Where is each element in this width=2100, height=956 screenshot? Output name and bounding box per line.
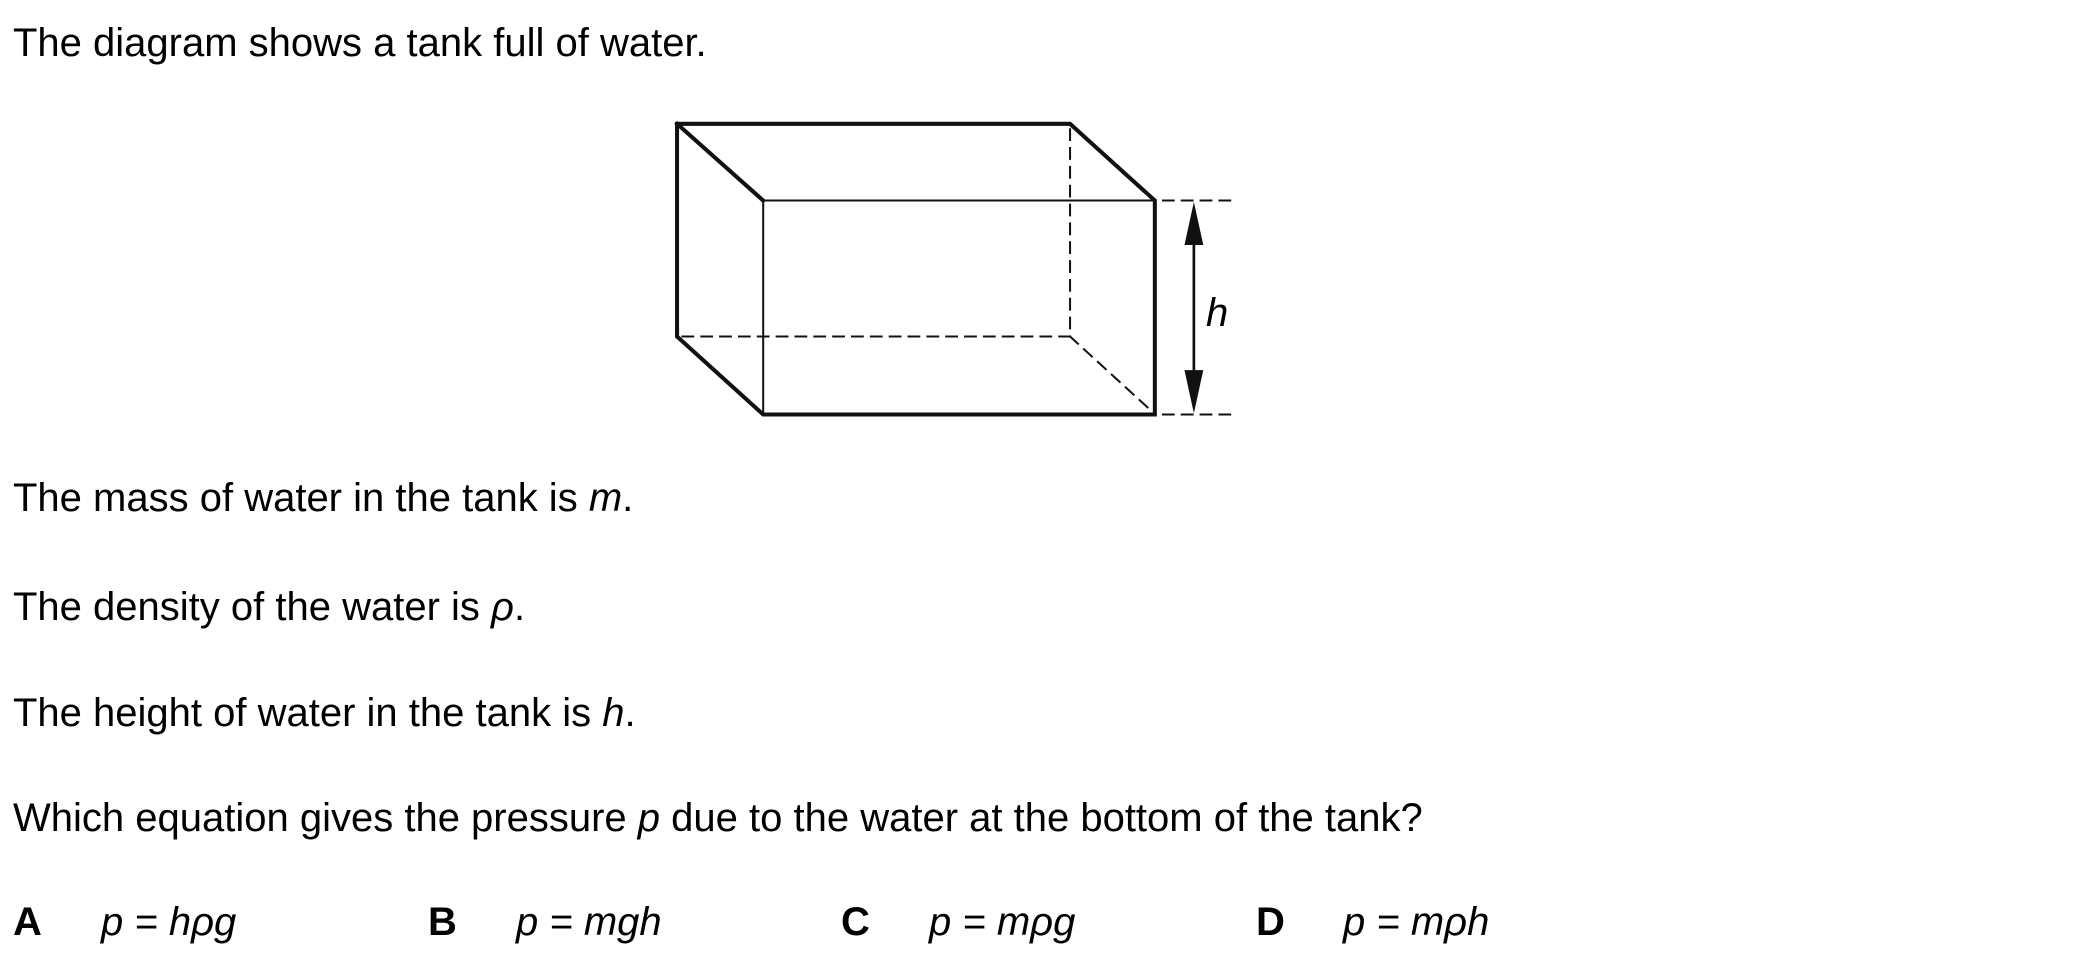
statement-height: The height of water in the tank is h. <box>13 691 636 735</box>
arrow-head-down <box>1184 370 1204 414</box>
option-d-equation: p = mρh <box>1343 900 1490 944</box>
intro-text: The diagram shows a tank full of water. <box>13 21 707 65</box>
tank-front-face <box>762 199 1156 416</box>
option-d[interactable]: D <box>1256 900 1285 944</box>
option-a-equation: p = hρg <box>101 900 237 944</box>
height-label: h <box>1206 291 1229 335</box>
tank-solid-edges <box>674 120 1157 417</box>
tank-hidden-edges <box>681 128 1240 416</box>
option-c[interactable]: C <box>841 900 870 944</box>
question-text: Which equation gives the pressure p due … <box>13 796 1423 840</box>
statement-density: The density of the water is ρ. <box>13 585 526 629</box>
arrow-head-up <box>1184 201 1204 245</box>
option-a[interactable]: A <box>13 900 42 944</box>
option-b-equation: p = mgh <box>516 900 662 944</box>
statement-mass: The mass of water in the tank is m. <box>13 476 634 520</box>
option-c-equation: p = mρg <box>929 900 1076 944</box>
option-b[interactable]: B <box>428 900 457 944</box>
